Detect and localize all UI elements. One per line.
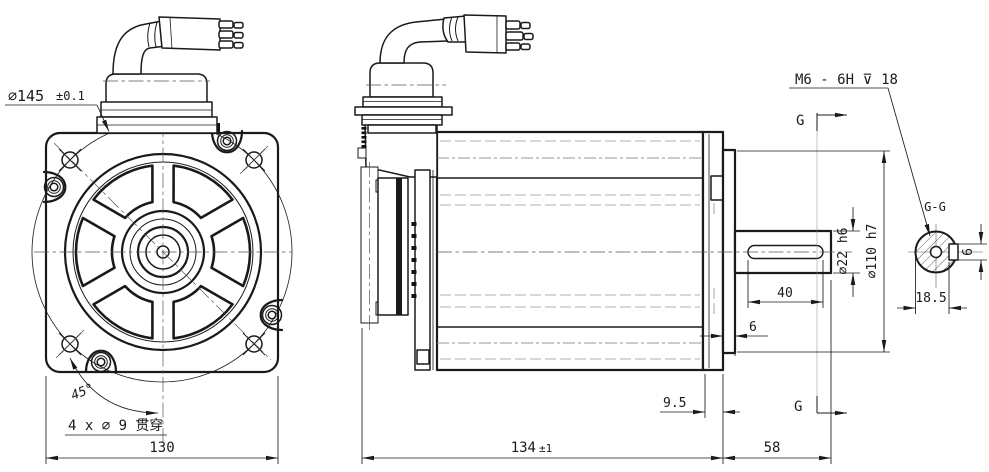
dim-section-key-width-value: 6 <box>961 248 976 256</box>
front-connector <box>96 16 244 134</box>
dim-body-length-tol: ±1 <box>539 442 552 455</box>
shaft-keyway <box>747 244 824 260</box>
pilot-boss <box>721 148 737 355</box>
dim-flange-thickness: 9.5 <box>660 374 740 464</box>
dim-flange-width: 130 <box>45 376 279 464</box>
dim-section-flat-value: 18.5 <box>915 291 946 306</box>
section-gg-label: G-G <box>924 200 946 214</box>
side-elbow-tube <box>379 18 449 64</box>
dim-section-flat: 18.5 <box>897 256 967 314</box>
dim-shaft-extension: 58 <box>723 280 832 464</box>
dim-flange-width-value: 130 <box>149 440 174 456</box>
tapped-hole-m6 <box>929 245 943 259</box>
dim-shaft-diameter-value: ∅22 h6 <box>836 228 851 275</box>
front-connector-head <box>158 16 221 51</box>
front-connector-pins <box>218 20 244 49</box>
dim-keyway-length-value: 40 <box>777 286 793 301</box>
section-gg: G-G 6 18.5 <box>897 200 987 314</box>
encoder-body <box>377 177 409 316</box>
dim-body-length: 134 ±1 <box>361 328 723 464</box>
body-surface-lines <box>437 140 703 360</box>
motor-body <box>435 130 705 372</box>
fins-column <box>414 169 431 371</box>
dim-shaft-extension-value: 58 <box>764 440 781 456</box>
dim-bolt-circle-tol: ±0.1 <box>56 89 85 103</box>
rear-assembly <box>357 122 438 371</box>
section-arrow-top-label: G <box>796 113 804 129</box>
dim-section-key-width: 6 <box>952 224 987 280</box>
dim-angle-45-value: 45° <box>69 381 96 404</box>
dim-holes-note: 4 x ∅ 9 贯穿 <box>65 418 167 436</box>
mounting-hole <box>242 332 266 356</box>
front-elbow-tube <box>112 20 167 75</box>
dim-tapped-hole-value: M6 - 6H ⊽ 18 <box>795 72 898 88</box>
centerlines <box>34 122 292 442</box>
dim-keyway-length: 40 <box>747 260 824 308</box>
fin-teeth <box>411 222 417 298</box>
dim-flange-thickness-value: 9.5 <box>663 396 686 411</box>
dim-bolt-circle: ∅145 ±0.1 <box>5 87 110 132</box>
dim-boss-length-value: 6 <box>749 320 757 335</box>
dim-boss-length: 6 <box>700 320 768 356</box>
section-arrow-bottom-label: G <box>794 399 802 415</box>
side-connector-pins <box>505 20 534 51</box>
dim-shaft-diameter: ∅22 h6 <box>833 207 860 297</box>
dim-pilot-diameter: ∅110 h7 <box>737 150 890 353</box>
front-view: ∅145 ±0.1 45° 4 x ∅ 9 贯穿 130 <box>5 16 293 464</box>
flange-edge <box>701 130 725 372</box>
side-view: G G M6 - 6H ⊽ 18 40 6 <box>354 14 931 464</box>
mounting-hole <box>58 148 82 172</box>
dim-tapped-hole: M6 - 6H ⊽ 18 <box>789 72 931 237</box>
side-connector <box>354 14 534 134</box>
dim-holes-note-value: 4 x ∅ 9 贯穿 <box>68 418 163 434</box>
dim-bolt-circle-value: ∅145 <box>8 87 44 105</box>
dim-pilot-diameter-value: ∅110 h7 <box>865 224 880 279</box>
section-keyway <box>948 243 959 261</box>
side-connector-head <box>463 14 507 54</box>
dim-body-length-value: 134 <box>511 440 536 456</box>
